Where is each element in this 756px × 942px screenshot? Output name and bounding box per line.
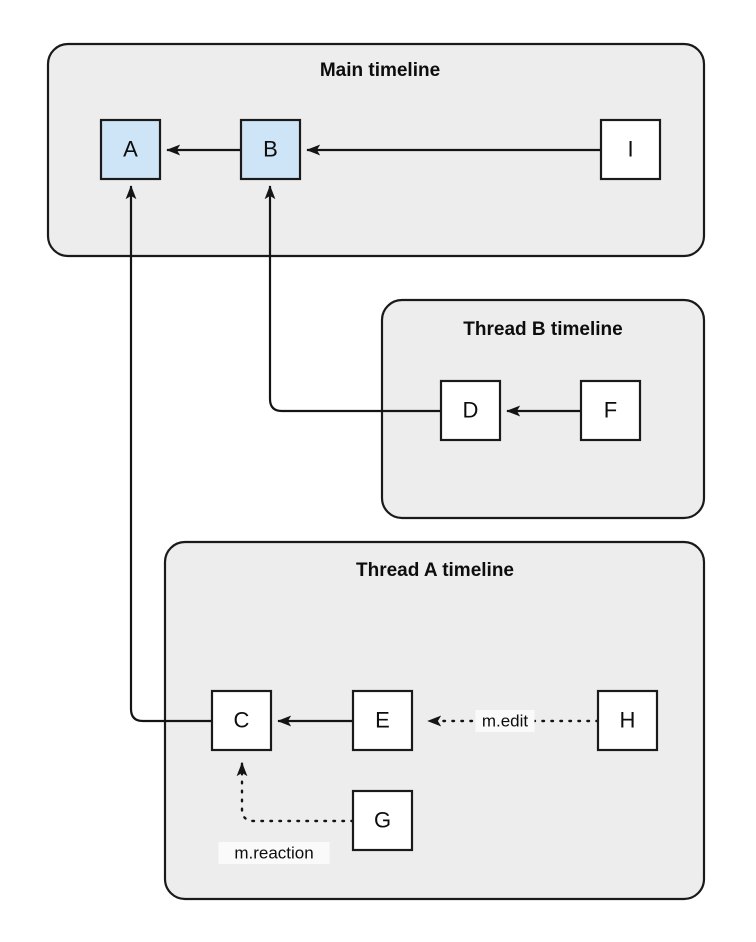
event-node-F[interactable]: F [579,379,642,442]
panel-background-thread-b [380,298,706,520]
event-node-G[interactable]: G [351,789,414,852]
event-nodes: A B I D F C E G H [99,118,662,852]
panel-title-thread-a: Thread A timeline [356,560,514,581]
node-box-H[interactable] [596,689,659,752]
node-box-A[interactable] [99,118,162,181]
edge-label-background-m-reaction [218,842,330,864]
panel-title-thread-b: Thread B timeline [463,319,622,340]
node-box-G[interactable] [351,789,414,852]
edge-label-m-edit: m.edit [475,710,535,732]
node-box-B[interactable] [239,118,302,181]
event-node-E[interactable]: E [351,689,414,752]
event-node-H[interactable]: H [596,689,659,752]
event-node-D[interactable]: D [439,379,502,442]
node-label-I: I [627,136,633,161]
node-label-E: E [375,707,390,732]
edge-label-text-m-edit: m.edit [482,711,529,730]
node-label-B: B [263,136,278,161]
node-box-C[interactable] [210,689,273,752]
edge-C-to-A [125,185,212,723]
event-node-I[interactable]: I [599,118,662,181]
timeline-panel-thread-b: Thread B timeline [380,298,706,520]
event-edges [125,144,601,823]
node-label-G: G [374,807,391,832]
edge-G-to-C [236,761,355,823]
node-box-F[interactable] [579,379,642,442]
edge-labels: m.edit m.reaction [218,710,535,864]
event-node-B[interactable]: B [239,118,302,181]
node-label-F: F [604,397,617,422]
edge-label-text-m-reaction: m.reaction [234,843,313,862]
edge-D-to-B [264,185,441,413]
node-box-I[interactable] [599,118,662,181]
panel-title-main: Main timeline [320,60,440,81]
node-label-A: A [123,136,138,161]
event-node-A[interactable]: A [99,118,162,181]
node-box-D[interactable] [439,379,502,442]
edge-label-m-reaction: m.reaction [218,842,330,864]
event-node-C[interactable]: C [210,689,273,752]
node-label-H: H [620,707,636,732]
node-label-D: D [463,397,479,422]
node-box-E[interactable] [351,689,414,752]
node-label-C: C [234,707,250,732]
edge-label-background-m-edit [475,710,535,732]
